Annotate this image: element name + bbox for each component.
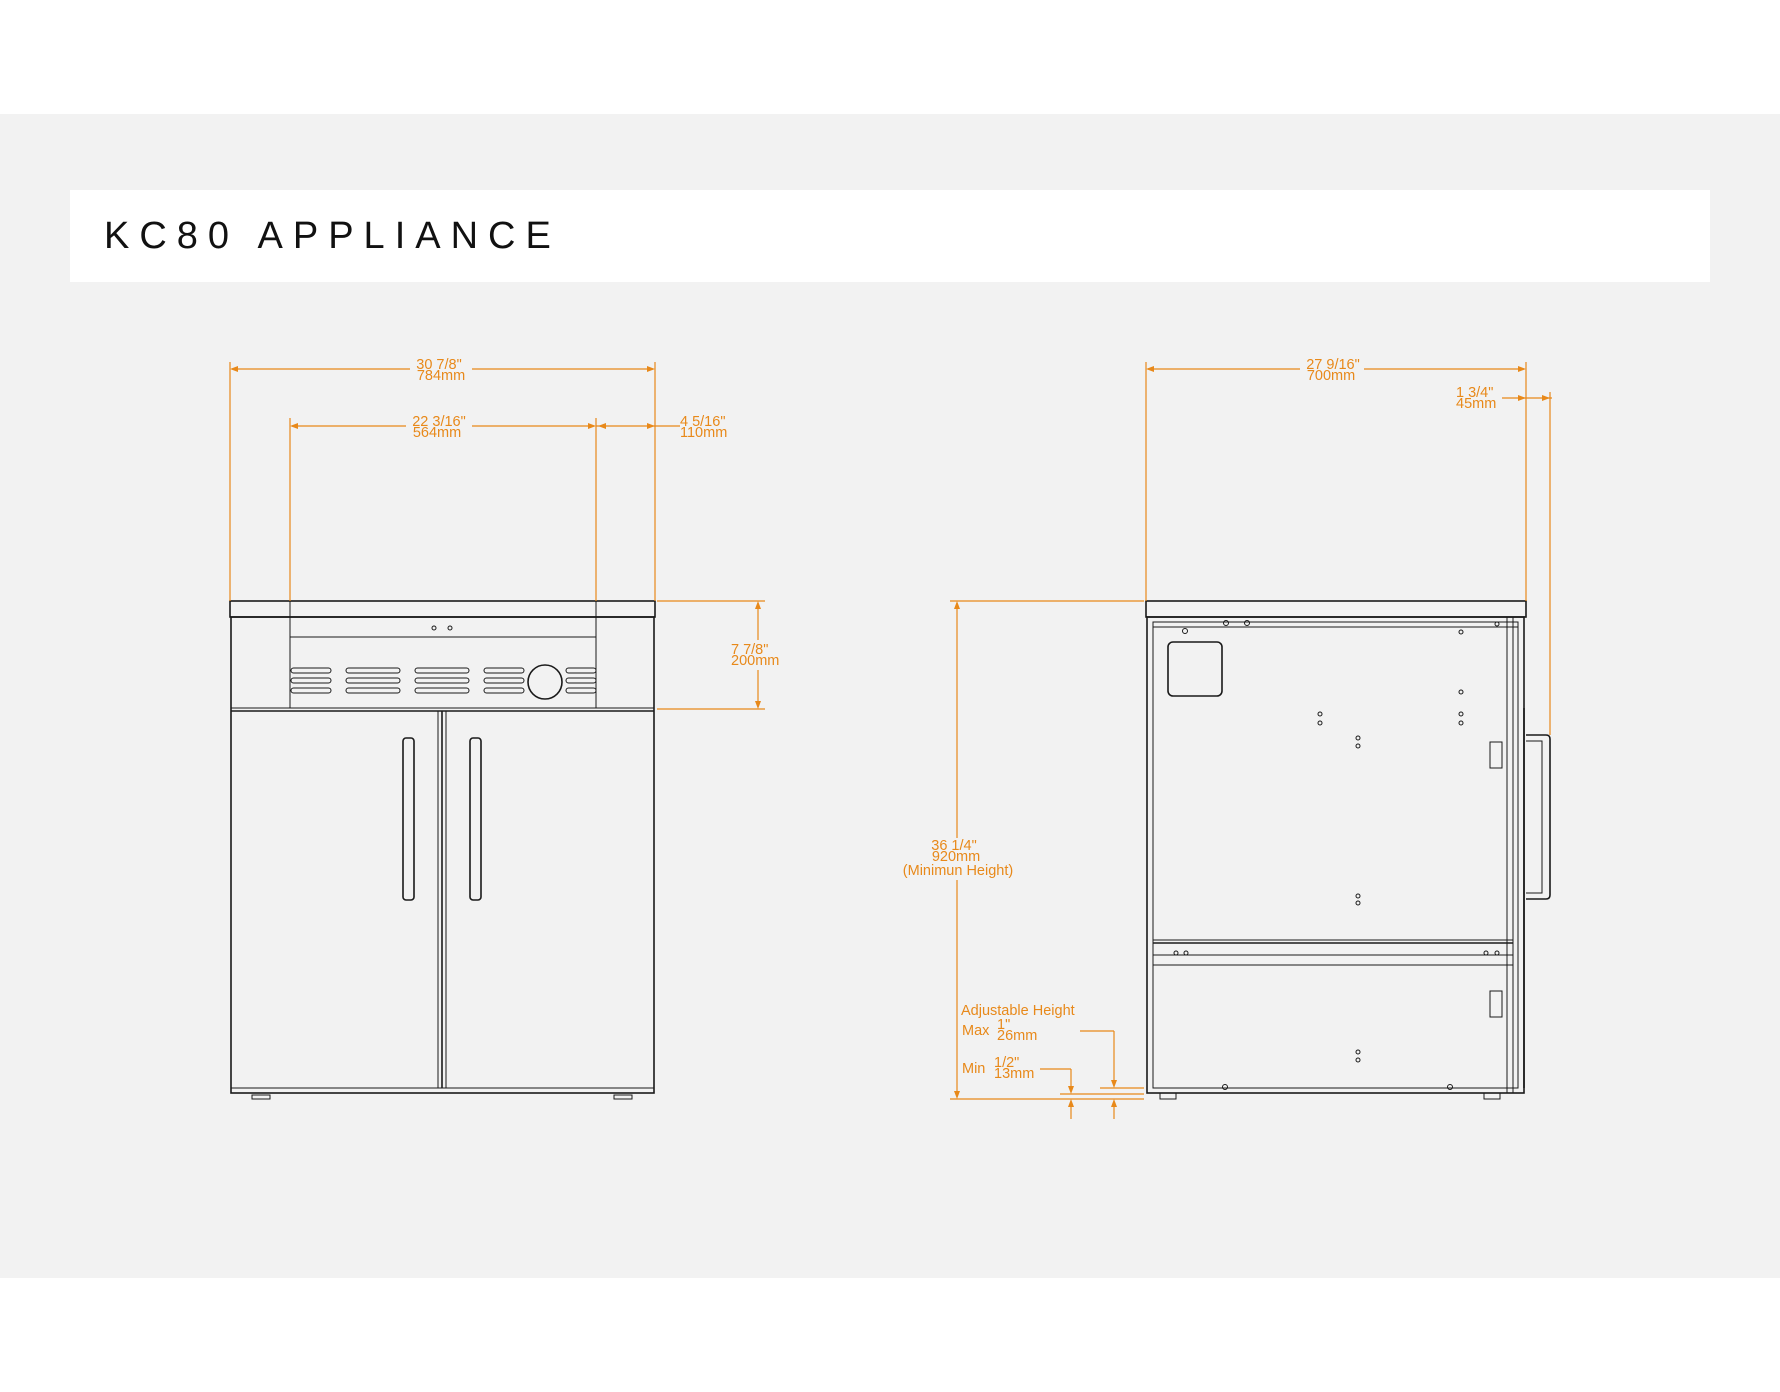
- front-dimensions: [229, 362, 765, 710]
- side-view: [1145, 600, 1551, 1100]
- left-door-handle: [402, 737, 415, 901]
- front-dimension-labels: 30 7/8" 784mm 22 3/16" 564mm 4 5/16" 110…: [406, 355, 788, 670]
- height-metric: 920mm: [932, 849, 980, 865]
- adjustable-max-imperial: 1": [997, 1017, 1010, 1033]
- adjustable-max-metric: 26mm: [997, 1028, 1037, 1044]
- overall-width-imperial: 30 7/8": [416, 357, 461, 373]
- height-note: (Minimun Height): [903, 863, 1013, 879]
- adjustable-min-metric: 13mm: [994, 1066, 1034, 1082]
- side-body: [1146, 616, 1525, 1094]
- front-view: [229, 600, 656, 1100]
- handle-depth-imperial: 1 3/4": [1456, 385, 1493, 401]
- right-door-handle: [469, 737, 482, 901]
- adjustable-min-imperial: 1/2": [994, 1055, 1019, 1071]
- drawing-sheet: [0, 114, 1780, 1278]
- page-title: KC80 APPLIANCE: [104, 215, 561, 257]
- overall-width-metric: 784mm: [417, 368, 465, 384]
- adjustable-min-label: Min: [962, 1061, 985, 1077]
- top-height-imperial: 7 7/8": [731, 642, 768, 658]
- control-knob: [527, 664, 563, 700]
- side-top-counter: [1145, 600, 1527, 618]
- control-panel: [289, 616, 597, 709]
- depth-imperial: 27 9/16": [1306, 357, 1360, 373]
- side-dimension-labels: 27 9/16" 700mm 1 3/4" 45mm 36 1/4" 920mm…: [898, 355, 1496, 1082]
- mounting-holes: [1173, 620, 1500, 1090]
- side-width-metric: 110mm: [680, 425, 727, 441]
- adjustable-height-label: Adjustable Height: [961, 1003, 1075, 1019]
- top-height-metric: 200mm: [731, 653, 779, 669]
- vent-slots: [290, 667, 597, 694]
- adjustable-max-label: Max: [962, 1023, 990, 1039]
- side-door-handle: [1526, 734, 1551, 900]
- handle-depth-metric: 45mm: [1456, 396, 1496, 412]
- title-bar: KC80 APPLIANCE: [70, 190, 1710, 282]
- height-imperial: 36 1/4": [931, 838, 976, 854]
- front-top-counter: [229, 600, 656, 618]
- depth-metric: 700mm: [1307, 368, 1355, 384]
- inner-width-imperial: 22 3/16": [412, 414, 466, 430]
- side-width-imperial: 4 5/16": [680, 414, 725, 430]
- side-access-panel: [1167, 641, 1223, 697]
- inner-width-metric: 564mm: [413, 425, 461, 441]
